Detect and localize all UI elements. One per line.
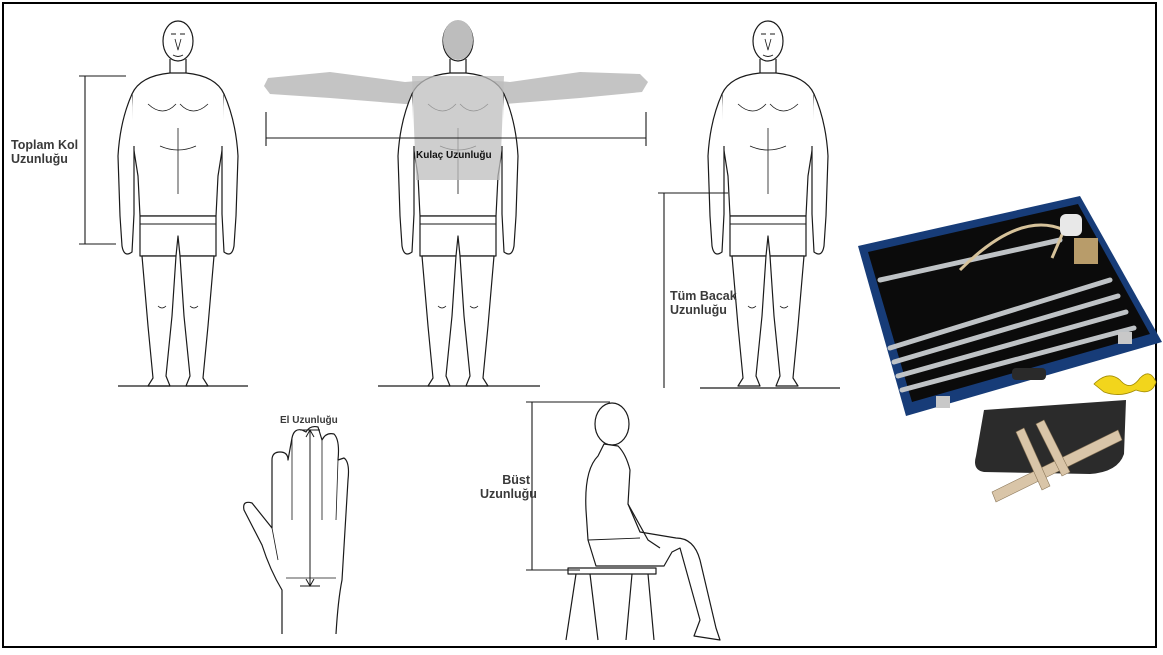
arm-length-label: Toplam Kol Uzunluğu: [11, 138, 78, 167]
sitting-height-label: Büst Uzunluğu: [480, 473, 530, 502]
leg-length-label-line2: Uzunluğu: [670, 303, 737, 317]
sitting-height-label-line1: Büst: [480, 473, 530, 487]
arm-length-label-line1: Toplam Kol: [11, 138, 78, 152]
leg-length-label: Tüm Bacak Uzunluğu: [670, 289, 737, 318]
arm-span-label: Kulaç Uzunluğu: [416, 150, 492, 162]
sitting-height-label-line2: Uzunluğu: [480, 487, 530, 501]
seated-figure-icon: [566, 403, 720, 640]
arm-length-label-line2: Uzunluğu: [11, 152, 78, 166]
tape-measure-icon: [1094, 374, 1156, 395]
hand-icon: [244, 427, 349, 634]
arm-span-figure: [264, 20, 648, 386]
standing-figure-right: [700, 21, 840, 388]
standing-figure-left: [118, 21, 248, 386]
sliding-caliper-icon: [975, 400, 1126, 502]
leg-length-label-line1: Tüm Bacak: [670, 289, 737, 303]
hand-length-label: El Uzunluğu: [280, 415, 338, 427]
